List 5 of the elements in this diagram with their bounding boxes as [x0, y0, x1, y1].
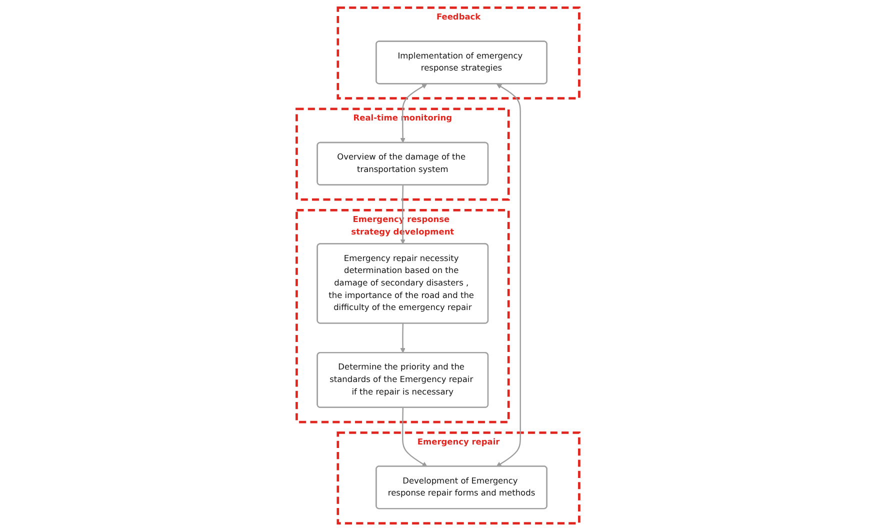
arrow — [400, 84, 428, 144]
arrow — [402, 408, 428, 467]
arrow — [496, 84, 521, 467]
arrow — [400, 185, 406, 244]
arrow — [400, 323, 406, 354]
